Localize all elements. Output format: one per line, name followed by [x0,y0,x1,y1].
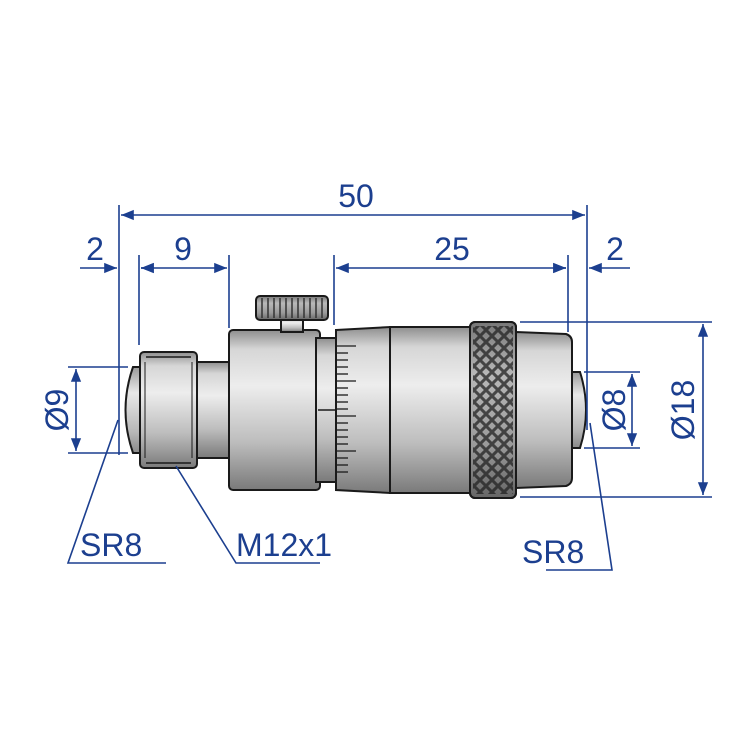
thimble-diameter-label: Ø18 [665,380,701,440]
left-ball-tip [124,366,143,454]
ratchet-cap [515,330,573,490]
micrometer-head [124,295,587,499]
right-ball-diameter-label: Ø8 [596,389,632,432]
thimble [335,325,391,495]
dimension-lines [66,205,712,571]
right-radius-leader [546,422,613,571]
lock-screw-knurl [261,298,323,318]
thread-spec-leader [175,465,320,564]
right-tip-offset-label: 2 [606,231,624,267]
left-radius-label: SR8 [80,527,142,563]
right-radius-label: SR8 [522,534,584,570]
left-radius-leader [66,419,166,564]
thimble-body [389,326,471,494]
thread-spec-label: M12x1 [236,527,332,563]
left-tip-offset-label: 2 [86,231,104,267]
threaded-section [139,351,198,469]
thimble-scale [336,345,356,473]
overall-length-label: 50 [338,178,374,214]
main-body [228,329,321,491]
neck [196,361,230,459]
left-ball-diameter-label: Ø9 [39,389,75,432]
thread-length-label: 9 [174,231,192,267]
thimble-travel-label: 25 [434,231,470,267]
right-ball-tip [571,371,587,449]
